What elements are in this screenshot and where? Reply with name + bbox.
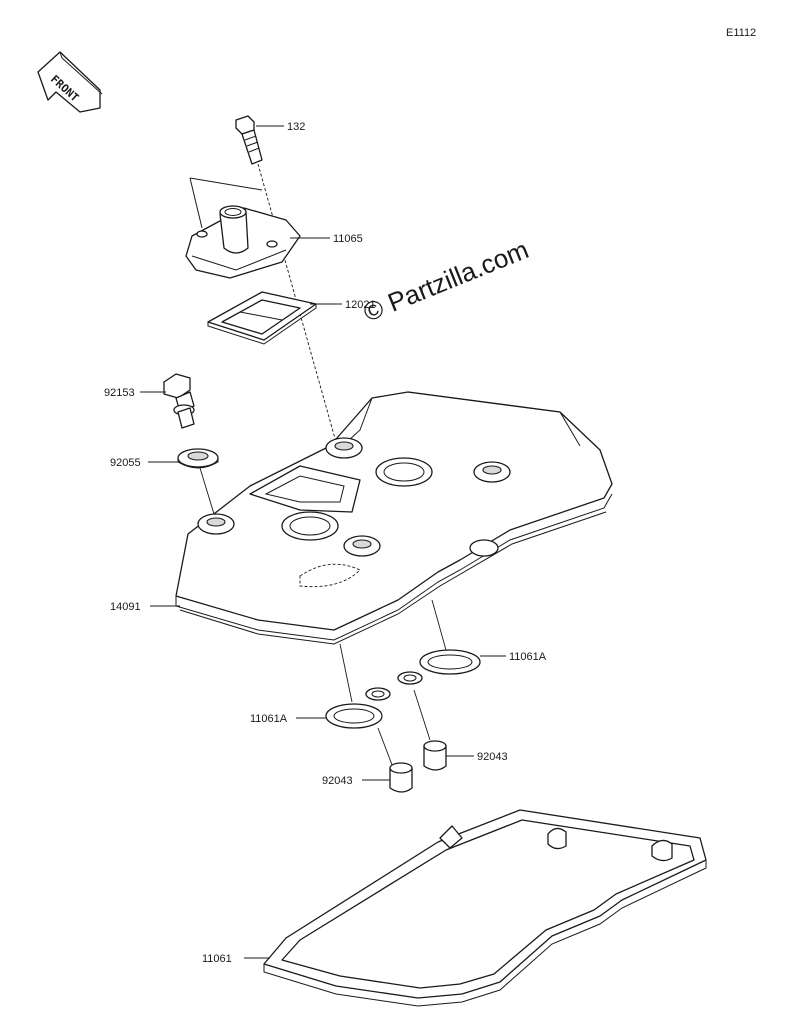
part-label: 92043 [477, 751, 508, 763]
cylinder-head-cover-14091-icon [175, 391, 613, 645]
part-label: 11065 [333, 233, 363, 245]
plug-gasket-11061a-left-icon [325, 687, 391, 729]
gasket-12021-icon [207, 291, 317, 345]
part-label: 11061A [250, 713, 288, 725]
part-label: 92043 [322, 775, 353, 787]
part-label: 12021 [345, 299, 376, 311]
head-cover-gasket-11061-icon [263, 809, 707, 1007]
diagram-code: E1112 [726, 27, 756, 39]
bolt-132-icon [235, 115, 263, 165]
part-label: 14091 [110, 601, 141, 613]
part-label: 92055 [110, 457, 141, 469]
plug-gasket-11061a-right-icon [397, 649, 481, 685]
pin-92043-left-icon [389, 762, 413, 793]
front-arrow-icon: FRONT [37, 51, 103, 113]
washer-92055-icon [177, 448, 219, 469]
pin-92043-right-icon [423, 740, 447, 771]
part-label: 92153 [104, 387, 135, 399]
watermark: © Partzilla.com [359, 234, 533, 327]
bolt-92153-icon [163, 373, 195, 429]
part-label: 132 [287, 121, 305, 133]
part-label: 11061 [202, 953, 232, 965]
part-label: 11061A [509, 651, 547, 663]
breather-cover-11065-icon [185, 205, 301, 279]
